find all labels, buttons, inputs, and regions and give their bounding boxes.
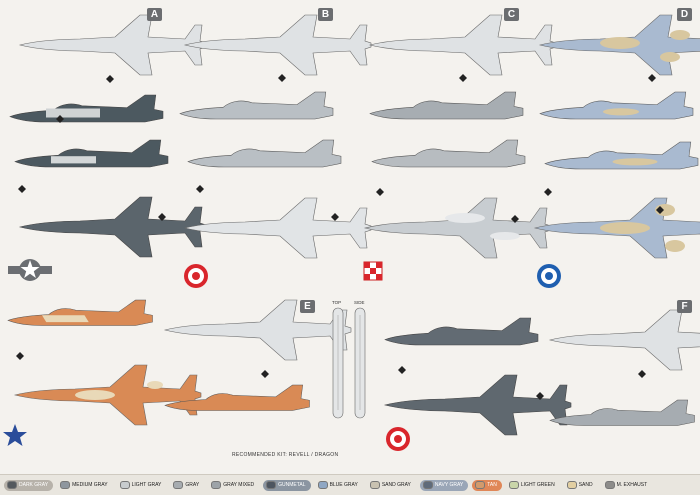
color-swatch-icon — [475, 481, 486, 489]
scheme-d-bottom — [534, 197, 700, 259]
scheme-f-bottom — [384, 374, 572, 436]
legend-label: GUNMETAL — [278, 482, 306, 488]
color-legend: DARK GRAY MEDIUM GRAY LIGHT GRAY GRAY GRAY M… — [0, 474, 700, 495]
legend-label: DARK GRAY — [19, 482, 49, 488]
legend-label: MEDIUM GRAY — [72, 482, 108, 488]
legend-label: GRAY — [185, 482, 200, 488]
scheme-a-top — [19, 14, 207, 76]
legend-label: SAND GRAY — [381, 482, 411, 488]
scheme-badge-f: F — [677, 300, 692, 313]
legend-item: GRAY MIXED — [208, 480, 259, 491]
scheme-d-top — [539, 14, 700, 76]
legend-item: SAND GRAY — [367, 480, 416, 491]
color-swatch-icon — [566, 481, 577, 489]
color-swatch-icon — [173, 481, 184, 489]
color-swatch-icon — [266, 481, 277, 489]
color-swatch-icon — [508, 481, 519, 489]
scheme-a-side-upper — [9, 94, 164, 123]
legend-item: DARK GRAY — [4, 479, 54, 491]
legend-item: TAN — [472, 479, 502, 491]
tank-side-label: SIDE — [354, 300, 365, 305]
color-swatch-icon — [604, 481, 615, 489]
scheme-badge-b: B — [318, 8, 333, 21]
legend-item: M. EXHAUST — [602, 480, 653, 491]
red-white-roundel-f — [386, 427, 410, 451]
scheme-d-side-upper — [539, 91, 694, 120]
color-swatch-icon — [317, 481, 328, 489]
legend-item: LIGHT GRAY — [117, 480, 167, 491]
legend-item: GUNMETAL — [263, 479, 311, 491]
greece-roundel — [537, 264, 561, 288]
legend-label: GRAY MIXED — [223, 482, 255, 488]
legend-label: LIGHT GREEN — [520, 482, 555, 488]
legend-label: M. EXHAUST — [616, 482, 648, 488]
legend-label: TAN — [487, 482, 497, 488]
scheme-f-side-upper — [384, 317, 539, 346]
scheme-c-side-lower — [371, 139, 526, 168]
tank-top-label: TOP — [332, 300, 342, 305]
poland-checker — [363, 261, 383, 281]
scheme-badge-d: D — [677, 8, 692, 21]
scheme-c-top — [369, 14, 557, 76]
color-swatch-icon — [7, 481, 17, 489]
scheme-e-side-upper — [7, 299, 153, 326]
scheme-a-side-lower — [14, 139, 169, 168]
recommended-kit-note: RECOMMENDED KIT: REVELL / DRAGON — [232, 452, 339, 458]
color-swatch-icon — [422, 481, 433, 489]
scheme-f-side-lower — [549, 399, 695, 426]
legend-label: BLUE GRAY — [329, 482, 358, 488]
legend-label: SAND — [578, 482, 593, 488]
scheme-e-top — [164, 299, 352, 361]
color-swatch-icon — [369, 481, 380, 489]
scheme-f-top — [549, 309, 700, 371]
legend-item: LIGHT GREEN — [506, 480, 560, 491]
scheme-c-bottom — [364, 197, 552, 259]
legend-item: BLUE GRAY — [315, 480, 363, 491]
scheme-b-bottom — [184, 197, 372, 259]
color-swatch-icon — [211, 481, 222, 489]
fuel-tank-views — [332, 307, 366, 419]
scheme-badge-e: E — [300, 300, 315, 313]
legend-item: MEDIUM GRAY — [57, 480, 112, 491]
scheme-badge-a: A — [147, 8, 162, 21]
scheme-c-side-upper — [369, 91, 524, 120]
legend-item: SAND — [564, 480, 598, 491]
scheme-a-bottom — [19, 196, 207, 258]
usa-star-roundel — [8, 259, 52, 281]
color-swatch-icon — [119, 481, 130, 489]
scheme-b-top — [184, 14, 372, 76]
legend-item: NAVY GRAY — [419, 479, 469, 491]
scheme-d-side-lower — [544, 141, 699, 170]
scheme-b-side-lower — [187, 139, 342, 168]
callout-markers — [16, 74, 664, 400]
legend-label: NAVY GRAY — [434, 482, 464, 488]
color-swatch-icon — [60, 481, 71, 489]
scheme-b-side-upper — [179, 91, 334, 120]
scheme-e-bottom — [14, 364, 202, 426]
singapore-roundel — [184, 264, 208, 288]
legend-label: LIGHT GRAY — [131, 482, 162, 488]
scheme-badge-c: C — [504, 8, 519, 21]
blue-star-marking — [3, 424, 27, 446]
legend-item: GRAY — [170, 480, 204, 491]
